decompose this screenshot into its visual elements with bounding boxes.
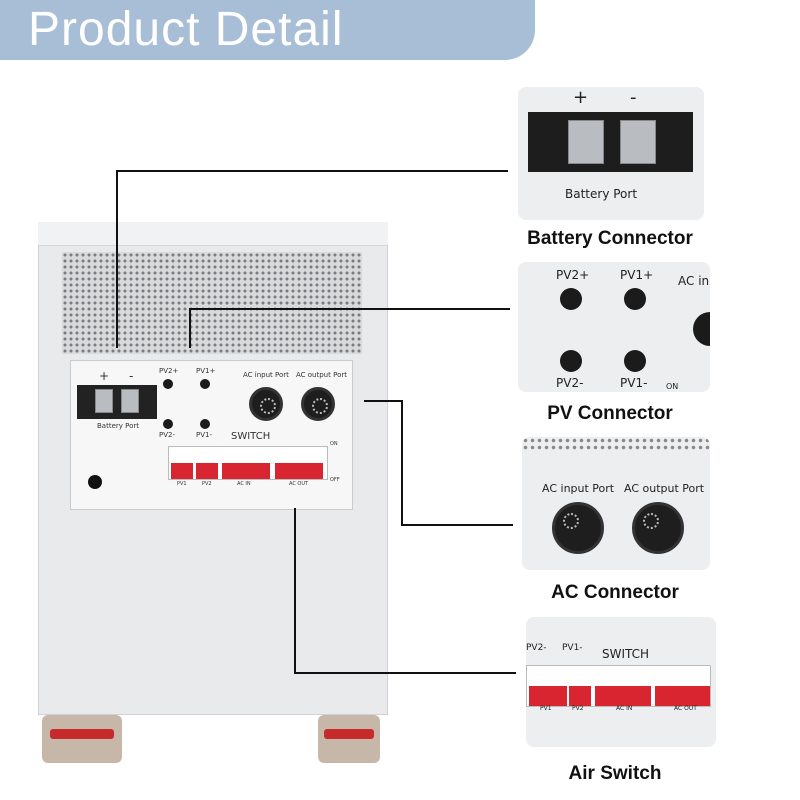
plus-label: + (573, 87, 589, 108)
pv2-plus-label: PV2+ (159, 367, 179, 375)
leader-line (401, 524, 513, 526)
caster-wheel-right (318, 715, 380, 763)
header-banner: Product Detail (0, 0, 535, 60)
caption-air-switch: Air Switch (568, 763, 662, 784)
breaker-label: PV1 (540, 705, 552, 712)
breaker-label: AC OUT (674, 705, 697, 712)
power-knob (88, 475, 102, 489)
vent-grille (62, 252, 362, 354)
leader-line (189, 308, 191, 348)
ac-connector-photo: AC input Port AC output Port (522, 437, 710, 570)
breaker-label: AC IN (616, 705, 633, 712)
page-title: Product Detail (28, 3, 344, 56)
caption-pv-connector: PV Connector (547, 403, 673, 424)
ac-input-port (249, 387, 283, 421)
pv1-plus-label: PV1+ (196, 367, 216, 375)
pv2-minus-jack (163, 419, 173, 429)
pv2-minus-label: PV2- (526, 643, 547, 653)
on-label: ON (330, 441, 338, 447)
ac-input-label: AC in (678, 274, 710, 288)
ac-output-port (301, 387, 335, 421)
minus-label: - (129, 369, 134, 383)
breaker-label: AC OUT (289, 481, 309, 487)
off-label: OFF (330, 477, 340, 483)
ac-output-label: AC output Port (624, 482, 705, 495)
caption-battery-connector: Battery Connector (527, 228, 693, 249)
battery-port-label: Battery Port (565, 187, 638, 201)
leader-line (294, 508, 296, 674)
pv2-minus-label: PV2- (159, 431, 175, 439)
breaker-label: PV2 (572, 705, 584, 712)
battery-connector-photo: + - Battery Port (518, 87, 704, 220)
pv2-plus-label: PV2+ (556, 268, 590, 282)
leader-line (116, 170, 118, 348)
leader-line (364, 400, 402, 402)
caster-wheel-left (42, 715, 122, 763)
cabinet-top (38, 222, 388, 246)
pv1-plus-label: PV1+ (620, 268, 654, 282)
ac-input-label: AC input Port (243, 371, 289, 379)
leader-line (116, 170, 508, 172)
ac-output-label: AC output Port (296, 371, 347, 379)
pv2-minus-label: PV2- (556, 376, 584, 390)
battery-terminal (77, 385, 157, 419)
connector-panel: + - Battery Port PV2+ PV1+ PV2- PV1- AC … (70, 360, 353, 510)
breaker-label: AC IN (237, 481, 251, 487)
leader-line (401, 400, 403, 526)
pv-connector-photo: PV2+ PV1+ AC in PV2- PV1- ON (518, 262, 710, 392)
leader-line (294, 672, 516, 674)
air-switch-photo: PV2- PV1- SWITCH PV1 PV2 AC IN AC OUT (526, 617, 716, 747)
switch-label: SWITCH (602, 647, 650, 661)
air-switch-breakers: PV1 PV2 AC IN AC OUT (168, 446, 328, 487)
plus-label: + (99, 369, 110, 383)
on-label: ON (666, 382, 679, 391)
pv1-minus-label: PV1- (620, 376, 648, 390)
switch-label: SWITCH (231, 431, 271, 442)
ac-input-label: AC input Port (542, 482, 615, 495)
breaker-label: PV2 (202, 481, 212, 487)
minus-label: - (630, 87, 637, 108)
pv1-plus-jack (200, 379, 210, 389)
pv1-minus-label: PV1- (196, 431, 212, 439)
pv2-plus-jack (163, 379, 173, 389)
battery-port-label: Battery Port (97, 422, 140, 430)
pv1-minus-jack (200, 419, 210, 429)
breaker-label: PV1 (177, 481, 187, 487)
leader-line (189, 308, 510, 310)
pv1-minus-label: PV1- (562, 643, 583, 653)
caption-ac-connector: AC Connector (551, 582, 679, 603)
